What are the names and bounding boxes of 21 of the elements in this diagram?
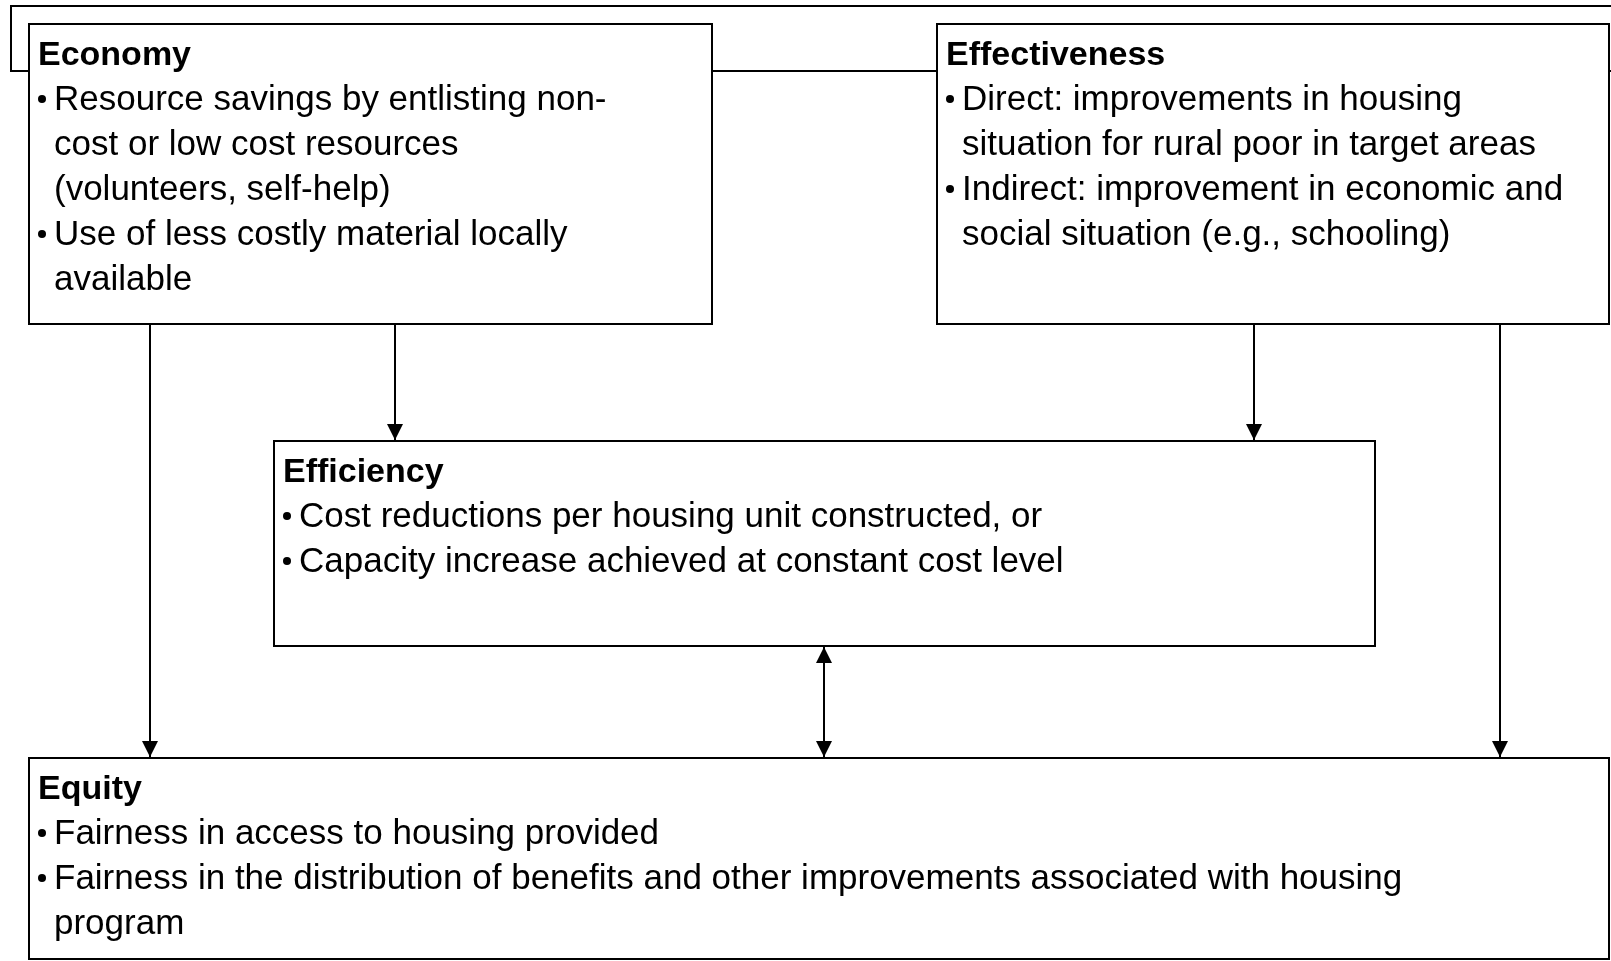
arrow	[1246, 324, 1262, 441]
arrow	[1492, 324, 1508, 758]
bullet-text: Indirect: improvement in economic and social situation (e.g., schooling)	[962, 167, 1565, 254]
arrow	[816, 646, 832, 758]
text-box	[273, 440, 1376, 647]
text-box	[28, 23, 713, 325]
box-heading: Effectiveness	[946, 33, 1167, 74]
bullet-text: Use of less costly material locally available	[54, 212, 569, 299]
bullet-text: Fairness in the distribution of benefits and other improvements associated with housing program	[54, 856, 1404, 943]
bullet-text: Cost reductions per housing unit constructed, or	[299, 494, 1043, 536]
box-heading: Equity	[38, 767, 143, 808]
text-box	[28, 757, 1610, 960]
bullet-text: Resource savings by entlisting non-cost or low cost resources (volunteers, self-help)	[54, 77, 608, 209]
bullet-text: Direct: improvements in housing situation for rural poor in target areas	[962, 77, 1537, 164]
arrow	[142, 324, 158, 758]
text-box	[936, 23, 1610, 325]
bullet-text: Capacity increase achieved at constant cost level	[299, 539, 1064, 581]
box-heading: Efficiency	[283, 450, 445, 491]
box-heading: Economy	[38, 33, 193, 74]
arrow	[387, 324, 403, 441]
bullet-text: Fairness in access to housing provided	[54, 811, 660, 853]
